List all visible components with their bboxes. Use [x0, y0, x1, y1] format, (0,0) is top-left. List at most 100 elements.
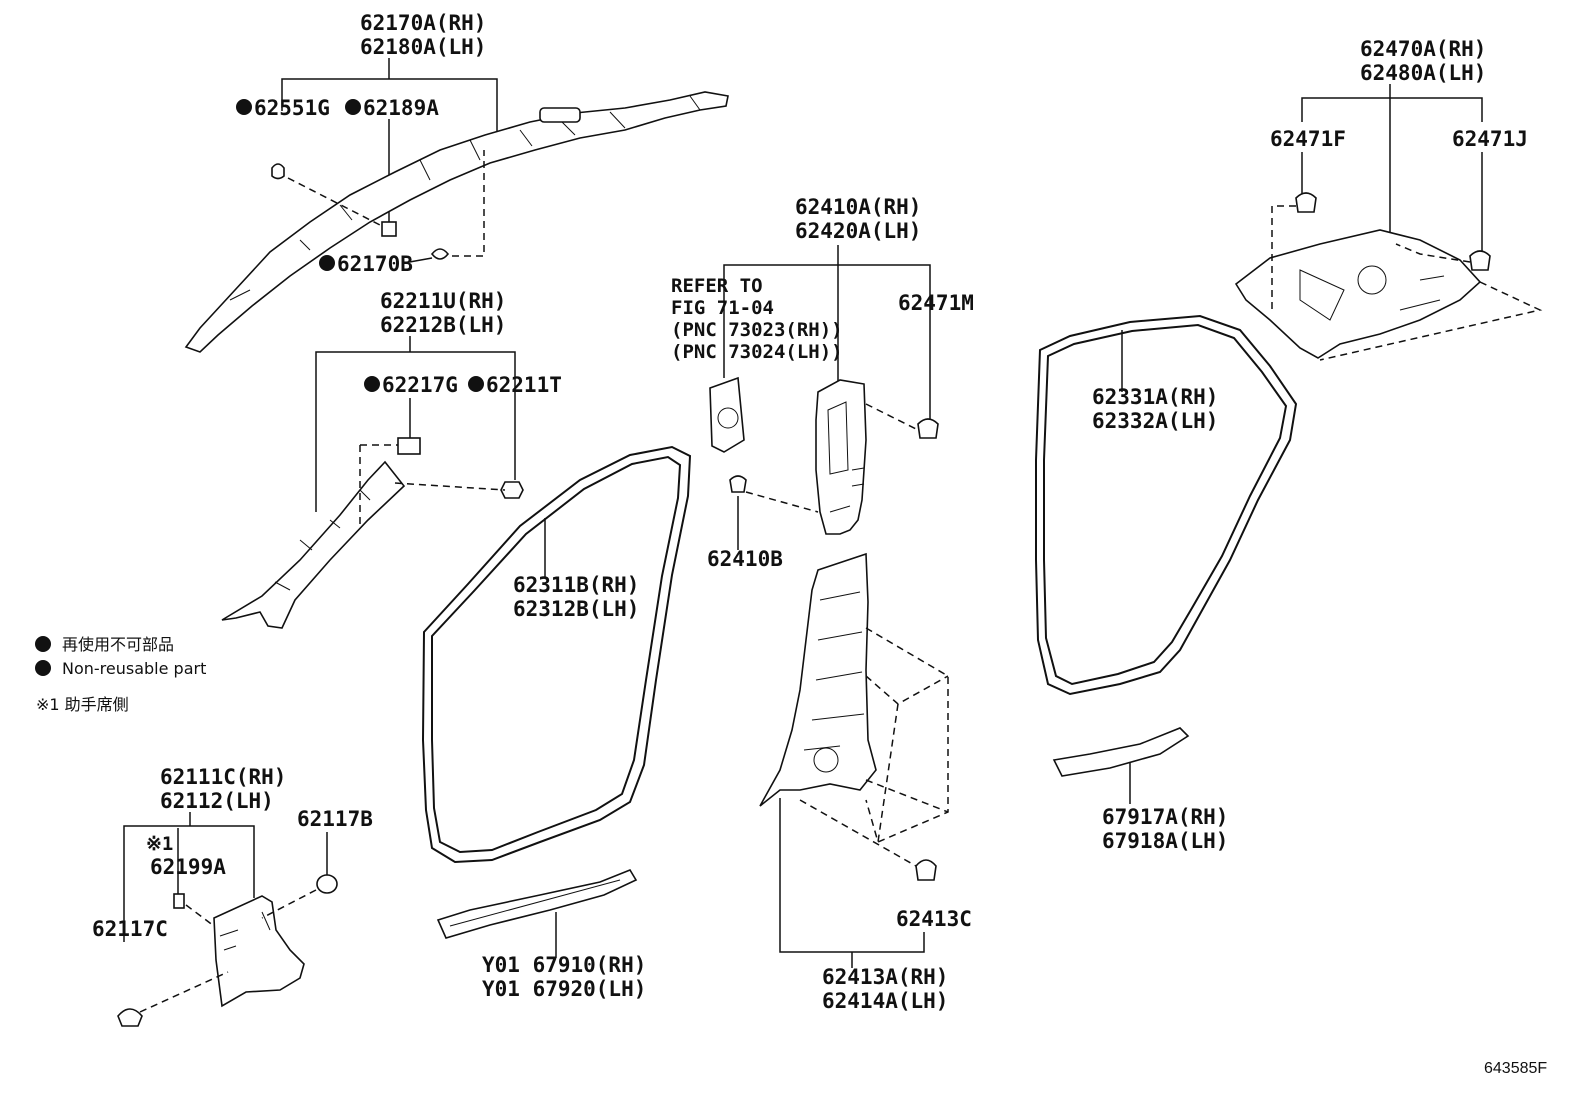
label-62551G: 62551G	[254, 96, 330, 120]
clip-62199A	[173, 893, 185, 909]
clip-62413C	[915, 859, 937, 881]
dash-62471J	[1395, 243, 1471, 263]
label-Y0167920: Y01 67920(LH)	[482, 977, 646, 1001]
label-62111C: 62111C(RH)	[160, 765, 286, 789]
leader-62470A	[1301, 97, 1483, 122]
label-62413C: 62413C	[896, 907, 972, 931]
label-Y0167910: Y01 67910(RH)	[482, 953, 646, 977]
label-62170B: 62170B	[337, 252, 413, 276]
seatbelt-guide-cover	[709, 376, 745, 453]
label-62217G: 62217G	[382, 373, 458, 397]
front-pillar-garnish-group: 62211U(RH) 62212B(LH) 62217G 62211T	[221, 289, 562, 629]
rear-door-weatherstrip	[1035, 314, 1298, 696]
seatbelt-guide-ring	[717, 407, 739, 429]
front-pillar-garnish-details	[274, 489, 371, 591]
dash-roof-box	[1319, 281, 1543, 361]
label-62199A: 62199A	[150, 855, 226, 879]
clip-62551G	[271, 163, 285, 180]
curtain-airbag-body	[184, 91, 729, 353]
dash-62170B	[452, 150, 485, 257]
rear-scuff-plate-group: 67917A(RH) 67918A(LH)	[1052, 727, 1228, 853]
dash-pillar-box-c	[877, 703, 899, 843]
center-pillar-lower-details	[803, 591, 865, 773]
label-refer-line4: (PNC 73024(LH))	[671, 341, 843, 363]
front-pillar-garnish	[221, 460, 406, 629]
label-62332A: 62332A(LH)	[1092, 409, 1218, 433]
roof-side-garnish-details	[1299, 265, 1445, 321]
label-62471F: 62471F	[1270, 127, 1346, 151]
label-62410A: 62410A(RH)	[795, 195, 921, 219]
center-pillar-upper-details	[827, 401, 865, 513]
dash-pillar-box-b	[865, 675, 949, 705]
clip-62410B	[729, 475, 747, 493]
label-67918A: 67918A(LH)	[1102, 829, 1228, 853]
center-pillar-upper-group: 62410A(RH) 62420A(LH) REFER TO FIG 71-04…	[671, 195, 974, 571]
label-refer-line2: FIG 71-04	[671, 297, 774, 319]
label-62410B: 62410B	[707, 547, 783, 571]
dash-62471F	[1271, 205, 1296, 310]
dash-62199A	[185, 904, 215, 927]
legend: 再使用不可部品 Non-reusable part ※1 助手席側	[35, 635, 206, 714]
label-62211T: 62211T	[486, 373, 562, 397]
leader-62170B	[403, 257, 433, 264]
cowl-side-trim	[213, 895, 305, 1008]
dash-62211T	[394, 482, 506, 491]
front-door-weatherstrip-group: 62311B(RH) 62312B(LH)	[421, 445, 692, 864]
label-62212B: 62212B(LH)	[380, 313, 506, 337]
legend-en-nonreusable: Non-reusable part	[62, 659, 206, 678]
curtain-airbag-inflator	[539, 107, 581, 123]
cowl-side-trim-details	[219, 911, 271, 951]
nonreusable-dot-62189A	[345, 99, 361, 115]
nonreusable-dot-62551G	[236, 99, 252, 115]
label-62470A: 62470A(RH)	[1360, 37, 1486, 61]
front-door-weatherstrip-inner	[431, 455, 682, 854]
curtain-airbag-group: 62170A(RH) 62180A(LH) 62551G 62189A 6217…	[184, 11, 729, 353]
legend-dot-en	[35, 660, 51, 676]
center-pillar-upper-garnish	[815, 379, 867, 535]
legend-dot-jp	[35, 636, 51, 652]
label-62480A: 62480A(LH)	[1360, 61, 1486, 85]
label-62211U: 62211U(RH)	[380, 289, 506, 313]
clip-62117B	[316, 874, 338, 894]
clip-62217G	[397, 437, 421, 455]
label-62413A: 62413A(RH)	[822, 965, 948, 989]
rear-scuff-plate	[1052, 727, 1190, 777]
curtain-airbag-brackets	[229, 95, 701, 301]
front-door-weatherstrip	[421, 445, 692, 864]
clip-62189A	[381, 221, 397, 237]
label-62180A: 62180A(LH)	[360, 35, 486, 59]
dash-62117C	[139, 971, 229, 1013]
roof-side-garnish-group: 62470A(RH) 62480A(LH) 62471F 62471J	[1234, 37, 1543, 361]
clip-62471F	[1295, 192, 1317, 213]
nonreusable-dot-62170B	[319, 255, 335, 271]
front-scuff-plate-detail	[449, 879, 621, 927]
front-scuff-plate	[436, 869, 638, 939]
label-62414A: 62414A(LH)	[822, 989, 948, 1013]
label-62420A: 62420A(LH)	[795, 219, 921, 243]
leader-62410A	[723, 264, 931, 425]
leader-62111C	[123, 825, 255, 942]
legend-jp-nonreusable: 再使用不可部品	[62, 635, 174, 654]
dash-62117B	[261, 889, 317, 919]
clip-62170B	[430, 248, 450, 260]
rear-door-weatherstrip-group: 62331A(RH) 62332A(LH)	[1035, 314, 1298, 696]
legend-note-passenger: ※1 助手席側	[36, 695, 129, 714]
label-62312B: 62312B(LH)	[513, 597, 639, 621]
label-62331A: 62331A(RH)	[1092, 385, 1218, 409]
clip-62471M	[917, 418, 939, 439]
label-62189A: 62189A	[363, 96, 439, 120]
rear-door-weatherstrip-inner	[1043, 323, 1288, 686]
dash-62413C	[799, 799, 917, 867]
clip-62471J	[1469, 250, 1491, 271]
label-62471J: 62471J	[1452, 127, 1528, 151]
label-62117C: 62117C	[92, 917, 168, 941]
label-note1: ※1	[146, 833, 173, 855]
label-refer-line1: REFER TO	[671, 275, 763, 297]
front-scuff-plate-group: Y01 67910(RH) Y01 67920(LH)	[436, 869, 646, 1001]
clip-62117C	[117, 1008, 143, 1027]
roof-side-garnish	[1234, 229, 1482, 359]
dash-62471M	[865, 403, 919, 431]
label-62112: 62112(LH)	[160, 789, 274, 813]
cowl-side-trim-group: 62111C(RH) 62112(LH) ※1 62199A 62117B 62…	[92, 765, 373, 1027]
center-pillar-lower-group: 62413C 62413A(RH) 62414A(LH)	[759, 552, 972, 1013]
